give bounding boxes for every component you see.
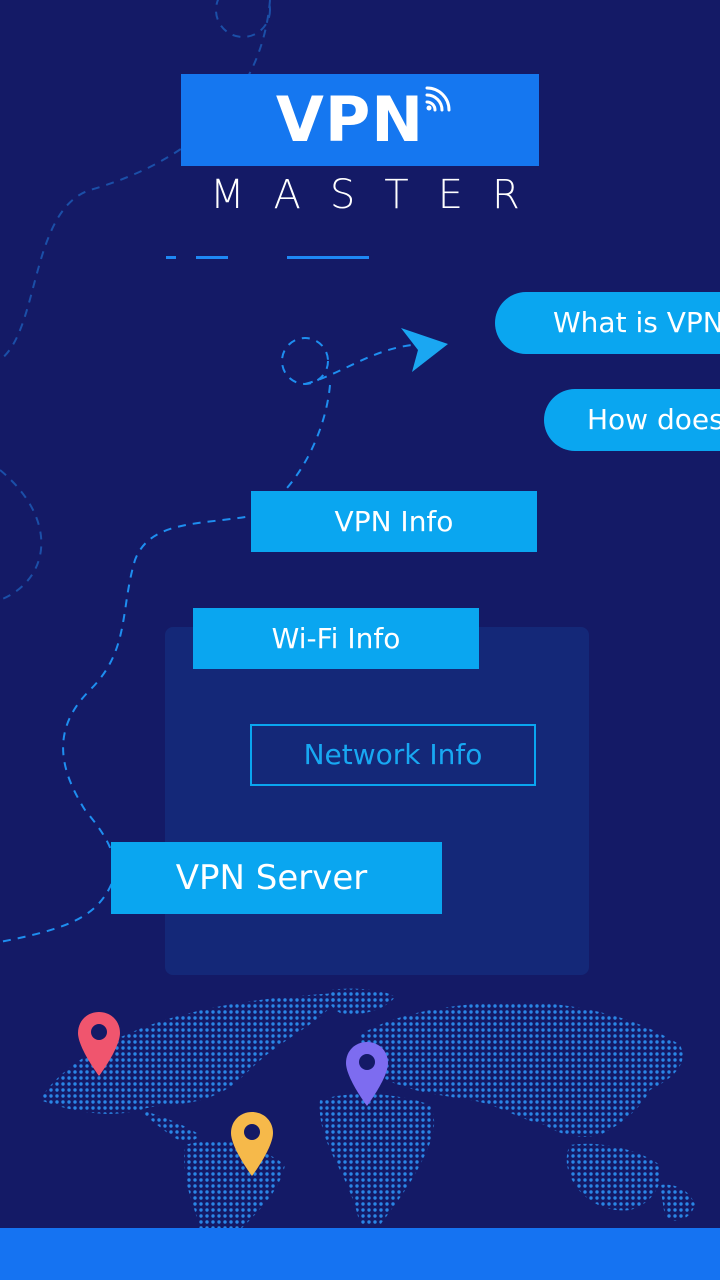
- location-pin-icon[interactable]: [229, 1110, 275, 1180]
- bottom-bar: [0, 1228, 720, 1280]
- network-info-button[interactable]: Network Info: [250, 724, 536, 786]
- logo-title: VPN: [275, 83, 425, 156]
- wifi-info-button[interactable]: Wi-Fi Info: [193, 608, 479, 669]
- logo-banner: VPN: [181, 74, 539, 166]
- logo-subtitle: MASTER: [210, 172, 549, 218]
- decorative-dash: [166, 256, 176, 259]
- how-does-it-work-button[interactable]: How does it work ?: [544, 389, 720, 451]
- location-pin-icon[interactable]: [76, 1010, 122, 1080]
- vpn-server-button[interactable]: VPN Server: [111, 842, 442, 914]
- menu-panel: [165, 627, 589, 975]
- vpn-info-button[interactable]: VPN Info: [251, 491, 537, 552]
- location-pin-icon[interactable]: [344, 1040, 390, 1110]
- decorative-dash: [287, 256, 369, 259]
- wifi-signal-icon: [425, 86, 451, 112]
- decorative-dash: [196, 256, 228, 259]
- what-is-vpn-button[interactable]: What is VPN ?: [495, 292, 720, 354]
